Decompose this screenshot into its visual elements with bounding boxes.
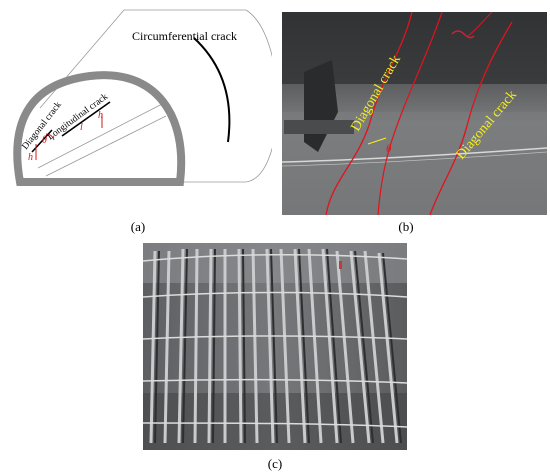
tunnel-inner-line-2 xyxy=(37,101,167,169)
theta-arc xyxy=(45,133,55,141)
panel-a-tunnel-schematic: Circumferential crack Diagonal crack Lon… xyxy=(6,6,272,211)
h-label-right: h xyxy=(98,110,103,121)
crack-line-4 xyxy=(467,12,493,37)
tunnel-top-edge-left xyxy=(39,9,125,109)
rebar-photo-svg xyxy=(143,243,407,450)
tunnel-schematic-svg: Circumferential crack Diagonal crack Lon… xyxy=(13,9,272,186)
crack-photo-svg: θ Diagonal crack Diagonal crack xyxy=(282,12,547,215)
crack-line-1 xyxy=(325,12,413,215)
theta-ref-line xyxy=(367,137,387,145)
red-mark xyxy=(451,30,475,39)
diagonal-crack-line xyxy=(31,129,53,153)
panel-b-crack-photo: θ Diagonal crack Diagonal crack xyxy=(282,12,547,215)
crack-line-3 xyxy=(429,21,513,215)
tunnel-inner-line xyxy=(45,115,167,177)
tunnel-far-arch xyxy=(245,9,272,183)
circumferential-crack-line xyxy=(193,37,231,143)
theta-label: θ xyxy=(42,135,47,146)
h-label-left: h xyxy=(28,152,33,163)
panel-c-rebar-photo xyxy=(143,243,407,450)
horizontal-wires xyxy=(143,253,407,428)
bracket-arm xyxy=(284,120,354,134)
longitudinal-crack-line xyxy=(61,101,111,137)
tunnel-lining-ring xyxy=(13,71,186,186)
horizontal-wire xyxy=(282,147,547,163)
theta-photo-label: θ xyxy=(386,143,392,155)
horizontal-wire-2 xyxy=(282,151,547,167)
crack-line-2 xyxy=(377,12,443,215)
l-label: l xyxy=(80,122,83,133)
caption-a: (a) xyxy=(130,219,146,234)
circumferential-crack-label: Circumferential crack xyxy=(132,29,237,43)
caption-b: (b) xyxy=(398,219,414,234)
vertical-bars xyxy=(149,248,399,444)
caption-c: (c) xyxy=(267,456,283,471)
red-spot xyxy=(339,261,342,269)
